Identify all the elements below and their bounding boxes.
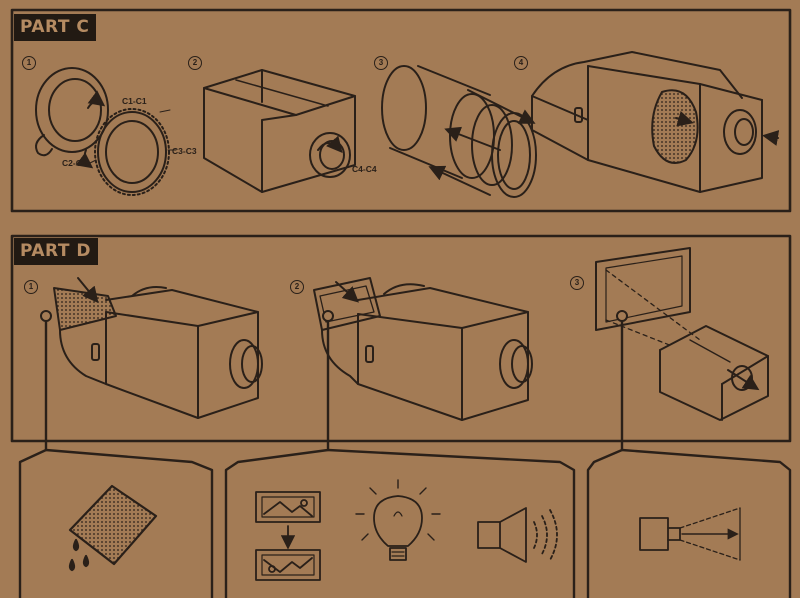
c3-tube-rings — [381, 65, 537, 198]
light-bulb-icon — [355, 479, 441, 561]
wet-card-icon — [68, 484, 158, 572]
connector-2 — [224, 316, 330, 598]
d1-phone-insert — [53, 277, 263, 419]
callout-c3: C3-C3 — [172, 146, 197, 156]
step-number: 4 — [514, 56, 528, 70]
speaker-icon — [477, 507, 558, 563]
part-c-frame — [10, 8, 792, 213]
step-number: 2 — [290, 280, 304, 294]
connector-3 — [586, 316, 624, 598]
part-d-frame — [10, 234, 792, 443]
part-c-label: PART C — [14, 14, 97, 41]
image-flip-icon — [255, 491, 321, 581]
step-number: 1 — [22, 56, 36, 70]
callout-c4: C4-C4 — [352, 164, 377, 174]
connector-1 — [18, 316, 48, 598]
d2-phone-place — [313, 277, 533, 421]
d3-projection — [595, 247, 769, 421]
step-number: 3 — [374, 56, 388, 70]
callout-c1: C1-C1 — [122, 96, 147, 106]
c1-lens-rings — [35, 67, 177, 196]
step-number: 2 — [188, 56, 202, 70]
step-number: 3 — [570, 276, 584, 290]
projector-distance-icon — [639, 507, 741, 561]
callout-c2: C2-C2 — [62, 158, 87, 168]
c2-box-lens — [203, 69, 356, 193]
c4-assembled-box — [531, 51, 780, 193]
step-number: 1 — [24, 280, 38, 294]
part-d-label: PART D — [14, 238, 99, 265]
